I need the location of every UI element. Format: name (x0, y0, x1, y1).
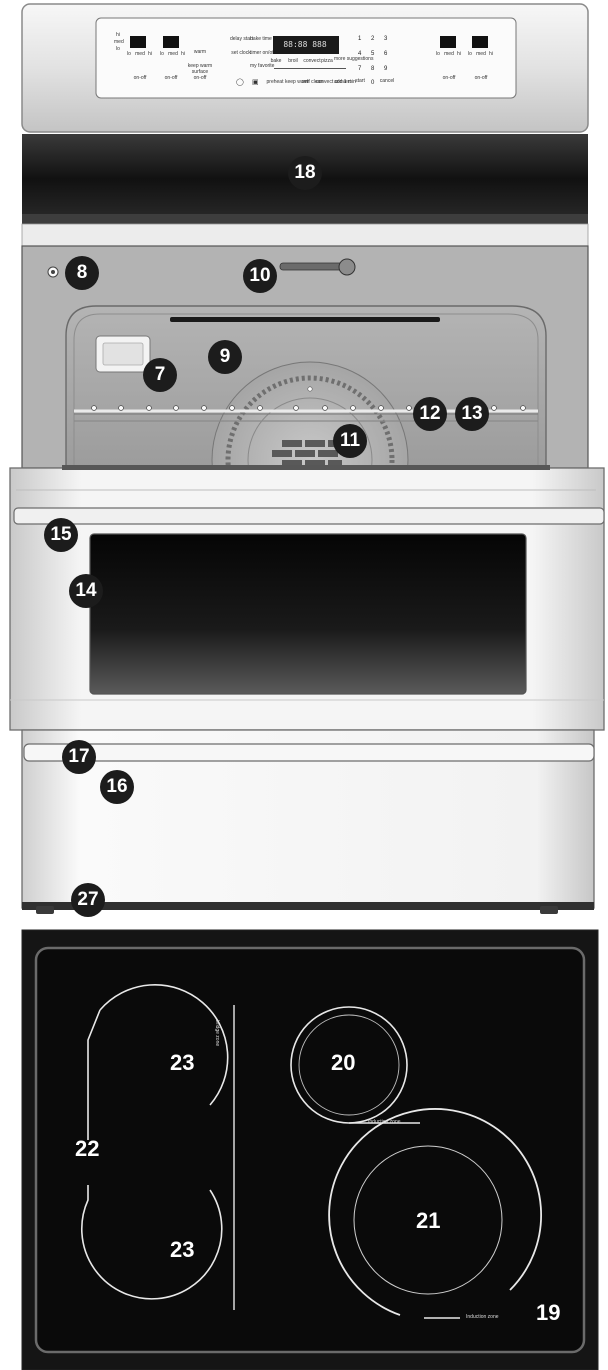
cooktop-inner-border (36, 948, 584, 1352)
oven-window (90, 534, 526, 694)
more-suggestions-button[interactable]: more suggestions (334, 57, 350, 62)
bridge-zone-label: bridge zone (214, 1020, 220, 1046)
key-3[interactable]: 3 (384, 36, 387, 42)
lo-button-2[interactable]: lo (158, 52, 166, 57)
door-top-trim (62, 465, 550, 470)
timer-button[interactable]: timer on/off (250, 51, 272, 56)
callout-drawer-handle: 17 (62, 740, 96, 774)
callout-rear-right-zone: 20 (331, 1050, 355, 1076)
leveling-leg-right (540, 906, 558, 914)
interior-light-lens (103, 343, 143, 365)
med-button-4[interactable]: med (475, 52, 487, 57)
delay-start-button[interactable]: delay start (230, 37, 252, 42)
callout-cooktop: 19 (536, 1300, 560, 1326)
convect-convert-button[interactable]: convect convert (316, 80, 334, 85)
set-clock-button[interactable]: set clock (230, 51, 252, 56)
rear-right-zone-label: Induction zone (368, 1119, 401, 1125)
bake-time-button[interactable]: bake time (250, 37, 272, 42)
hi-button-4[interactable]: hi (487, 52, 495, 57)
door-latch-bar (280, 263, 346, 270)
cancel-button[interactable]: cancel (379, 79, 395, 84)
knob-indicator-lo: lo (114, 47, 122, 52)
on-off-button-1[interactable]: on-off (127, 76, 153, 81)
keep-warm-button[interactable]: keep warm (285, 80, 301, 85)
leveling-leg-left (36, 906, 54, 914)
callout-vent: 9 (208, 340, 242, 374)
callout-rack-right: 13 (455, 397, 489, 431)
frame-top-strip (22, 224, 588, 248)
callout-rack-left: 12 (413, 397, 447, 431)
left-zone-display-2 (163, 36, 179, 48)
knob-indicator-hi: hi (114, 33, 122, 38)
self-clean-button[interactable]: self clean (302, 80, 316, 85)
key-2[interactable]: 2 (371, 36, 374, 42)
key-8[interactable]: 8 (371, 66, 374, 72)
key-5[interactable]: 5 (371, 51, 374, 57)
callout-left-zone-top: 23 (170, 1050, 194, 1076)
callout-leveling-leg: 27 (71, 883, 105, 917)
right-zone-display-2 (472, 36, 488, 48)
front-right-zone-label: Induction zone (466, 1314, 499, 1320)
med-button-3[interactable]: med (443, 52, 455, 57)
pizza-button[interactable]: pizza (320, 59, 334, 64)
oven-display-readout: 88:88 888 (275, 40, 335, 50)
mode-divider (274, 68, 346, 69)
key-6[interactable]: 6 (384, 51, 387, 57)
lo-button-1[interactable]: lo (125, 52, 133, 57)
key-9[interactable]: 9 (384, 66, 387, 72)
key-7[interactable]: 7 (358, 66, 361, 72)
on-off-button-3[interactable]: on-off (437, 76, 461, 81)
callout-left-zone-bottom: 23 (170, 1237, 194, 1263)
start-button[interactable]: start (352, 79, 368, 84)
door-latch-knob[interactable] (339, 259, 355, 275)
key-0[interactable]: 0 (371, 80, 374, 86)
hi-button-3[interactable]: hi (455, 52, 463, 57)
med-button-2[interactable]: med (167, 52, 179, 57)
callout-door-gasket: 15 (44, 518, 78, 552)
left-zone-display-1 (130, 36, 146, 48)
preheat-button[interactable]: preheat (266, 80, 284, 85)
callout-drawer: 16 (100, 770, 134, 804)
callout-oven-light-switch: 8 (65, 256, 99, 290)
callout-bridge-zone: 22 (75, 1136, 99, 1162)
top-vent-lip (22, 214, 588, 224)
hi-button-2[interactable]: hi (179, 52, 187, 57)
callout-oven-window: 14 (69, 574, 103, 608)
convect-button[interactable]: convect (303, 59, 321, 64)
key-4[interactable]: 4 (358, 51, 361, 57)
add-minute-button[interactable]: add 1 min (334, 80, 350, 85)
callout-convection-fan: 11 (333, 424, 367, 458)
med-button-1[interactable]: med (134, 52, 146, 57)
door-handle[interactable] (14, 508, 604, 524)
convection-fan-bricks (272, 440, 342, 467)
drawer-handle[interactable] (24, 744, 594, 761)
lo-button-3[interactable]: lo (434, 52, 442, 57)
callout-front-right-zone: 21 (416, 1208, 440, 1234)
right-zone-display-1 (440, 36, 456, 48)
callout-door-latch: 10 (243, 259, 277, 293)
my-favorite-button[interactable]: my favorite (250, 64, 270, 69)
warm-button[interactable]: warm (187, 50, 213, 55)
on-off-button-4[interactable]: on-off (469, 76, 493, 81)
bake-button[interactable]: bake (270, 59, 282, 64)
warm-on-off-button[interactable]: on-off (187, 76, 213, 81)
cavity-vent-slot (170, 317, 440, 322)
lo-button-4[interactable]: lo (466, 52, 474, 57)
knob-indicator-med: med (114, 40, 122, 45)
lock-icon[interactable]: ▣ (252, 80, 259, 85)
hi-button-1[interactable]: hi (146, 52, 154, 57)
oven-light-icon[interactable]: ◯ (236, 80, 244, 85)
callout-top-vent-panel: 18 (288, 156, 322, 190)
broil-button[interactable]: broil (286, 59, 300, 64)
drawer-bottom-trim (22, 902, 594, 910)
on-off-button-2[interactable]: on-off (158, 76, 184, 81)
callout-interior-light: 7 (143, 358, 177, 392)
key-1[interactable]: 1 (358, 36, 361, 42)
